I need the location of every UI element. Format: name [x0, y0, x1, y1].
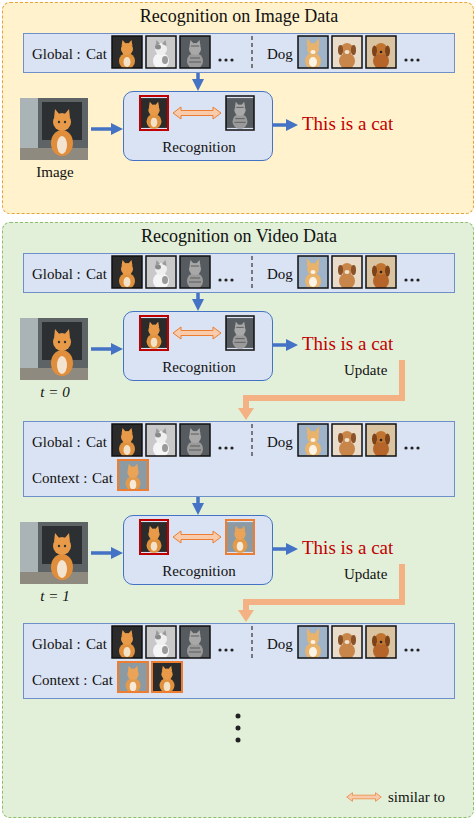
class-label: Dog [267, 434, 293, 451]
class-label: Cat [86, 266, 107, 283]
bank-label: Context : [32, 470, 87, 487]
input-frame: t = 1 [19, 521, 91, 607]
text-slot: Recognition on Image Data [140, 6, 338, 27]
input-frame: Image [19, 97, 91, 183]
class-label: Cat [92, 470, 113, 487]
text-slot: Cat [86, 265, 107, 283]
update-label: Update [344, 362, 387, 379]
frame-caption: t = 0 [40, 384, 69, 401]
text-slot: Recognition on Video Data [141, 226, 337, 247]
text-slot: t = 1 [40, 587, 69, 605]
box-label: Recognition [162, 359, 235, 376]
recognition-box: Recognition [123, 91, 273, 161]
text-slot: Recognition [162, 358, 235, 376]
text-slot: Update [344, 361, 387, 379]
text-slot: Image [36, 163, 73, 181]
legend-text: similar to [388, 789, 445, 806]
prototype-bank: Global : Cat Dog [23, 33, 455, 73]
frame-caption: t = 1 [40, 588, 69, 605]
prediction-text: This is a cat [302, 537, 393, 559]
text-slot: Global : [32, 45, 81, 63]
text-slot: Cat [92, 671, 113, 689]
legend-item: similar to [388, 788, 445, 806]
bank-label: Global : [32, 434, 81, 451]
text-slot: Dog [267, 433, 293, 451]
scenario-panel: Recognition on Video DataGlobal :CatDogt… [2, 222, 474, 818]
bank-label: Global : [32, 46, 81, 63]
bank-label: Global : [32, 636, 81, 653]
class-label: Cat [86, 46, 107, 63]
update-label: Update [344, 566, 387, 583]
text-slot: Global : [32, 635, 81, 653]
bank-label: Global : [32, 266, 81, 283]
prototype-bank: Global : Cat Dog [23, 253, 455, 293]
class-label: Dog [267, 46, 293, 63]
text-slot: Context : [32, 469, 87, 487]
prediction-text: This is a cat [302, 333, 393, 355]
text-slot: This is a cat [302, 333, 393, 355]
box-label: Recognition [162, 139, 235, 156]
scenario-panel: Recognition on Image DataGlobal : Cat DogI… [2, 2, 474, 214]
prediction-text: This is a cat [302, 113, 393, 135]
text-slot: Global : [32, 433, 81, 451]
input-frame: t = 0 [19, 317, 91, 403]
text-slot: This is a cat [302, 537, 393, 559]
text-slot: Cat [92, 469, 113, 487]
panel-title: Recognition on Image Data [140, 6, 338, 27]
text-slot: Cat [86, 45, 107, 63]
recognition-box: Recognition [123, 311, 273, 381]
text-slot: Cat [86, 635, 107, 653]
text-slot: Dog [267, 45, 293, 63]
prototype-bank: Global : Cat DogContext : Cat [23, 421, 455, 497]
class-label: Cat [92, 672, 113, 689]
text-slot: t = 0 [40, 383, 69, 401]
text-slot: This is a cat [302, 113, 393, 135]
class-label: Dog [267, 266, 293, 283]
class-label: Cat [86, 434, 107, 451]
text-slot: Recognition [162, 562, 235, 580]
panel-title: Recognition on Video Data [141, 226, 337, 247]
text-slot: Global : [32, 265, 81, 283]
box-label: Recognition [162, 563, 235, 580]
recognition-box: Recognition [123, 515, 273, 585]
bank-label: Context : [32, 672, 87, 689]
text-slot: Dog [267, 265, 293, 283]
text-slot: Context : [32, 671, 87, 689]
frame-caption: Image [36, 164, 73, 181]
text-slot: Update [344, 565, 387, 583]
class-label: Cat [86, 636, 107, 653]
text-slot: Dog [267, 635, 293, 653]
prototype-bank: Global : Cat DogContext : Cat [23, 623, 455, 699]
text-slot: Cat [86, 433, 107, 451]
class-label: Dog [267, 636, 293, 653]
text-slot: Recognition [162, 138, 235, 156]
